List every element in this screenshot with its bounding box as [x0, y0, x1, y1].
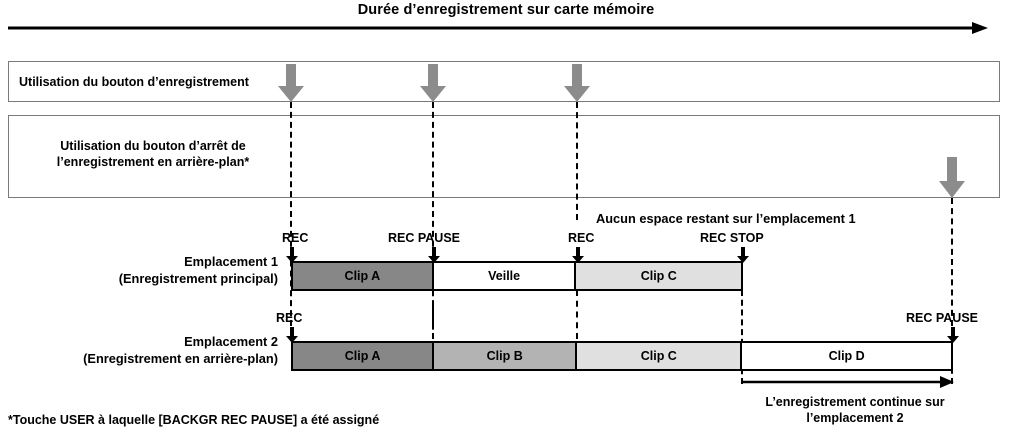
rec-press-arrow-3: [564, 64, 590, 102]
time-axis-arrow: [8, 22, 988, 34]
guide-line-t5: [951, 198, 953, 326]
track-1-marker-arrow-2: [428, 247, 440, 263]
track-1-name: Emplacement 1: [184, 254, 278, 269]
track-2-marker-label-rec-pause: REC PAUSE: [906, 311, 979, 325]
track-1-segment-veille: Veille: [433, 263, 577, 289]
track-2-segment-clip-d: Clip D: [742, 343, 951, 369]
track-1-label: Emplacement 1 (Enregistrement principal): [20, 253, 278, 287]
track-1-segment-clip-a: Clip A: [293, 263, 434, 289]
recording-continues-arrow: [742, 376, 954, 388]
guide-line-t3-lower: [576, 290, 578, 339]
track-2-marker-label-rec: REC: [276, 311, 303, 325]
track-1-bar: Clip A Veille Clip C: [291, 261, 743, 291]
track-1-segment-clip-c: Clip C: [576, 263, 741, 289]
no-space-annotation: Aucun espace restant sur l’emplacement 1: [596, 211, 856, 226]
track-2-bar: Clip A Clip B Clip C Clip D: [291, 341, 953, 371]
track-1-marker-label-rec-2: REC: [568, 231, 595, 245]
track-2-marker-arrow-1: [286, 327, 298, 343]
track-2-name: Emplacement 2: [184, 334, 278, 349]
track-1-sublabel: (Enregistrement principal): [118, 271, 278, 286]
guide-line-t2-lower: [432, 305, 434, 339]
track-2-marker-arrow-2: [947, 327, 959, 343]
guide-line-t1: [290, 102, 292, 326]
track-1-marker-arrow-3: [572, 247, 584, 263]
bg-stop-button-usage-box: Utilisation du bouton d’arrêt de l’enreg…: [8, 115, 1000, 198]
track-1-marker-label-rec-1: REC: [282, 231, 309, 245]
guide-line-t2: [432, 102, 434, 326]
bg-stop-button-usage-label: Utilisation du bouton d’arrêt de l’enreg…: [56, 139, 250, 169]
track-2-label: Emplacement 2 (Enregistrement en arrière…: [0, 333, 278, 367]
guide-line-t3: [576, 102, 578, 220]
track-1-marker-label-rec-pause: REC PAUSE: [388, 231, 461, 245]
guide-line-t4: [741, 290, 743, 384]
track-2-sublabel: (Enregistrement en arrière-plan): [83, 351, 278, 366]
track-1-marker-arrow-4: [737, 247, 749, 263]
track-2-segment-clip-b: Clip B: [434, 343, 578, 369]
track-1-marker-label-rec-stop: REC STOP: [700, 231, 764, 245]
page-title: Durée d’enregistrement sur carte mémoire: [357, 2, 655, 18]
rec-button-usage-box: Utilisation du bouton d’enregistrement: [8, 61, 1000, 102]
track-2-segment-clip-a: Clip A: [293, 343, 435, 369]
track-2-segment-clip-c: Clip C: [577, 343, 743, 369]
footnote-text: *Touche USER à laquelle [BACKGR REC PAUS…: [8, 413, 380, 427]
recording-continues-note: L’enregistrement continue sur l’emplacem…: [765, 395, 945, 425]
rec-button-usage-label: Utilisation du bouton d’enregistrement: [19, 75, 249, 89]
rec-press-arrow-1: [278, 64, 304, 102]
bg-stop-press-arrow-1: [939, 157, 965, 198]
rec-press-arrow-2: [420, 64, 446, 102]
track-1-marker-arrow-1: [286, 247, 298, 263]
